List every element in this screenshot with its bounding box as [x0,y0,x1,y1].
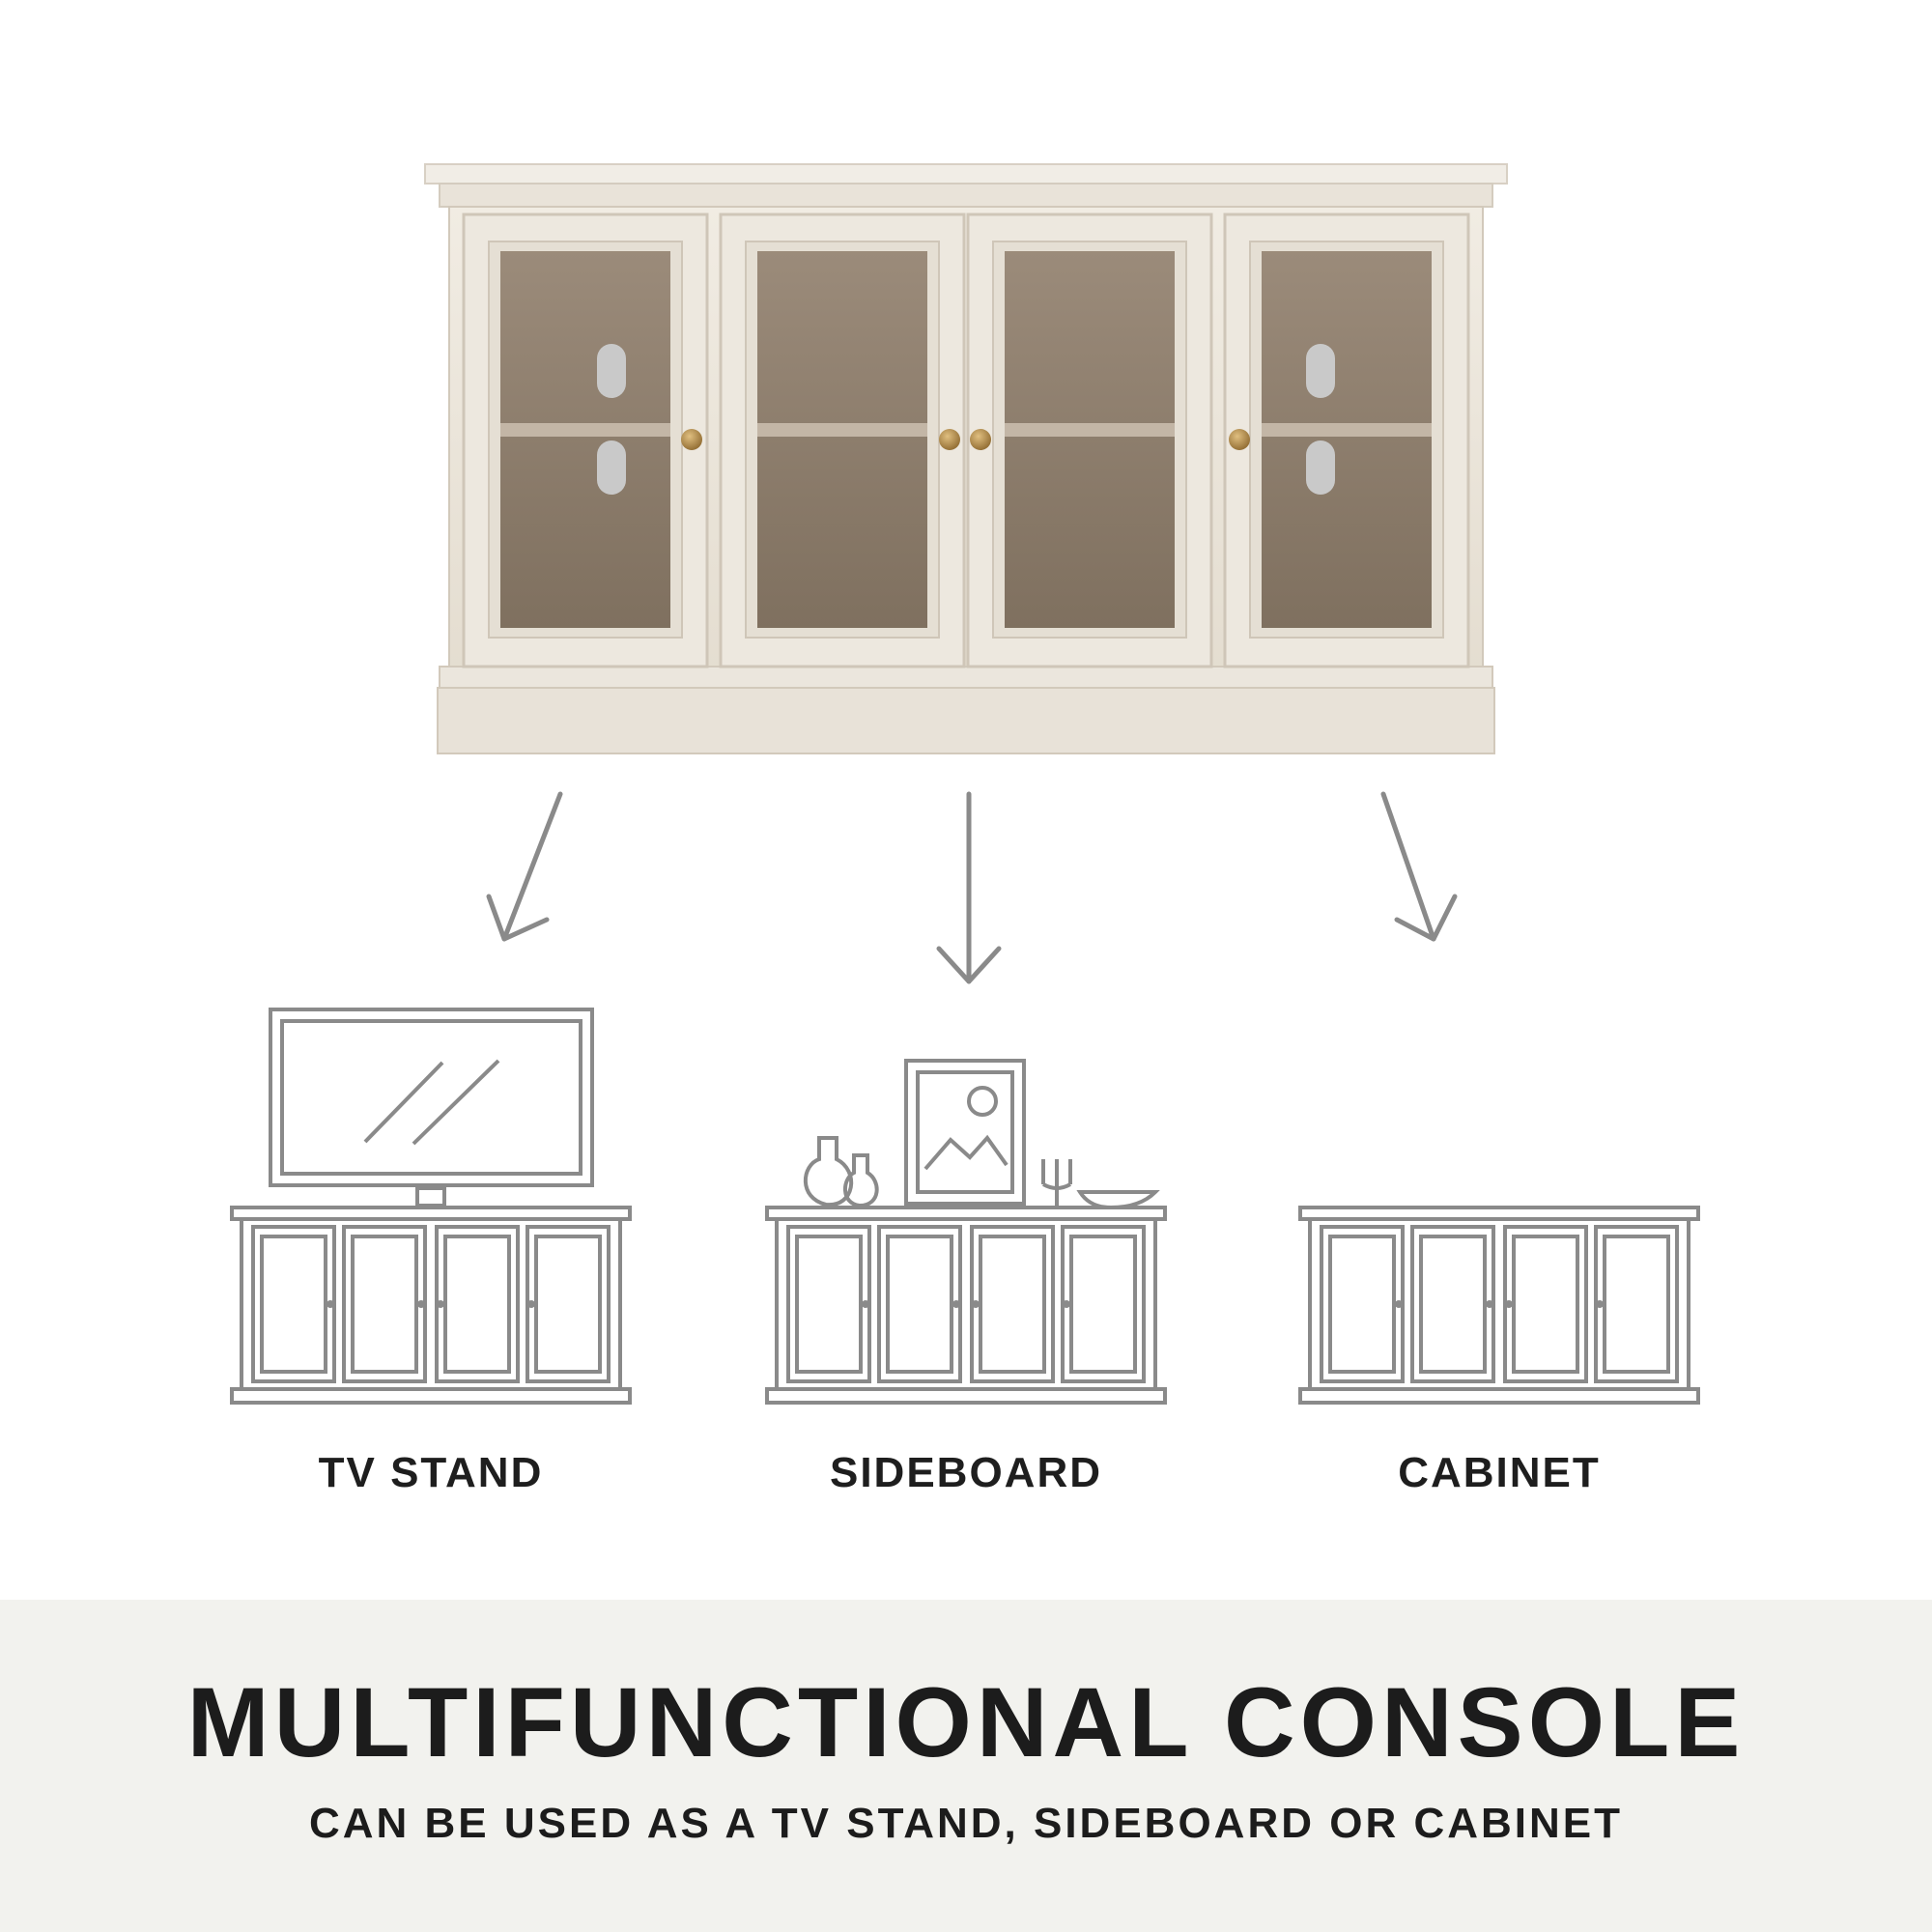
cabinet-door-3 [966,213,1213,668]
use-label-sideboard: SIDEBOARD [829,1449,1103,1496]
arrow-down-icon [936,791,1002,984]
cabinet-door-2 [719,213,966,668]
cabinet-door-4 [1223,213,1470,668]
use-label-tv-stand: TV STAND [318,1449,544,1496]
cabinet-door-1 [462,213,709,668]
footer-band [0,1600,1932,1932]
cabinet-icon [1298,1206,1700,1405]
tv-stand-icon [230,1008,632,1405]
footer-title: MULTIFUNCTIONAL CONSOLE [186,1667,1746,1777]
arrow-down-right-icon [1380,791,1458,942]
illustration-canvas [230,163,1700,1405]
arrow-down-left-icon [486,791,563,942]
sideboard-icon [765,1059,1167,1405]
use-label-cabinet: CABINET [1398,1449,1601,1496]
footer-subtitle: CAN BE USED AS A TV STAND, SIDEBOARD OR … [308,1800,1624,1847]
console-cabinet-image [424,163,1508,754]
